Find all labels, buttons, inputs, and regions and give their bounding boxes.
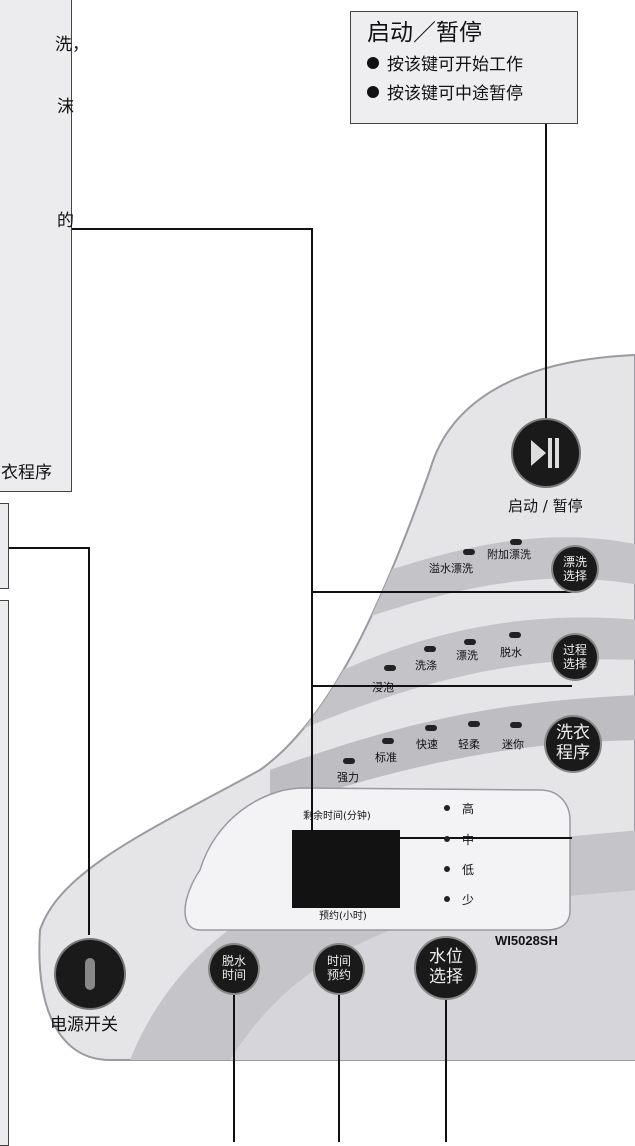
wash-label: 洗涤 xyxy=(415,659,437,672)
model-number: WI5028SH xyxy=(495,933,558,948)
delay-hours-label: 预约(小时) xyxy=(319,911,367,922)
remaining-time-label: 剩余时间(分钟) xyxy=(303,811,371,822)
callout-fragment-1: 洗， xyxy=(55,35,89,55)
led-overflow-rinse xyxy=(463,549,475,555)
water-level-medium: 中 xyxy=(444,834,474,846)
overflow-rinse-label: 溢水漂洗 xyxy=(429,562,473,575)
wash-program-button[interactable]: 洗衣 程序 xyxy=(546,717,600,771)
rinse-select-button[interactable]: 漂洗 选择 xyxy=(553,547,597,591)
led-soak xyxy=(384,665,396,671)
led-quick xyxy=(425,725,437,731)
led-wash xyxy=(424,646,436,652)
water-level-low: 低 xyxy=(444,864,474,876)
strong-label: 强力 xyxy=(337,771,359,784)
program-band xyxy=(270,695,635,810)
start-pause-callout-title: 启动／暂停 xyxy=(367,20,482,46)
rinse-label: 漂洗 xyxy=(456,649,478,662)
led-spin xyxy=(509,632,521,638)
water-level-high: 高 xyxy=(444,803,474,815)
play-pause-icon xyxy=(531,438,561,468)
callout-fragment-2: 沫 xyxy=(57,97,74,117)
standard-label: 标准 xyxy=(375,751,397,764)
start-pause-callout-line-1: 按该键可开始工作 xyxy=(367,57,523,74)
led-standard xyxy=(382,738,394,744)
quick-label: 快速 xyxy=(416,738,438,751)
start-pause-callout-line-2: 按该键可中途暂停 xyxy=(367,86,523,103)
bullet-icon xyxy=(367,57,379,69)
callout-fragment-3: 的 xyxy=(57,211,74,231)
start-pause-button[interactable] xyxy=(513,420,579,486)
mini-label: 迷你 xyxy=(502,738,524,751)
program-callout-box: 洗， 沫 的 衣程序 xyxy=(0,0,89,492)
power-icon xyxy=(85,958,95,990)
water-level-select-button[interactable]: 水位 选择 xyxy=(416,938,476,998)
power-switch-button[interactable] xyxy=(56,940,124,1008)
led-rinse xyxy=(464,639,476,645)
delay-start-button[interactable]: 时间 预约 xyxy=(315,945,363,993)
process-select-button[interactable]: 过程 选择 xyxy=(553,635,597,679)
lcd-screen xyxy=(292,830,400,908)
gentle-label: 轻柔 xyxy=(458,738,480,751)
connector-lines xyxy=(9,124,572,1142)
spin-time-button[interactable]: 脱水 时间 xyxy=(210,945,258,993)
led-gentle xyxy=(468,721,480,727)
start-pause-callout-box: 启动／暂停 按该键可开始工作 按该键可中途暂停 xyxy=(350,11,578,124)
spin-label: 脱水 xyxy=(500,646,522,659)
led-extra-rinse xyxy=(510,539,522,545)
power-switch-label: 电源开关 xyxy=(50,1015,118,1035)
soak-label: 浸泡 xyxy=(372,681,394,694)
start-pause-label: 启动 / 暂停 xyxy=(508,497,583,515)
led-strong xyxy=(343,758,355,764)
power-callout-box xyxy=(0,503,9,589)
callout-fragment-4: 衣程序 xyxy=(1,463,52,483)
extra-rinse-label: 附加漂洗 xyxy=(487,548,531,561)
led-mini xyxy=(510,722,522,728)
water-level-small: 少 xyxy=(444,894,474,906)
bullet-icon xyxy=(367,86,379,98)
